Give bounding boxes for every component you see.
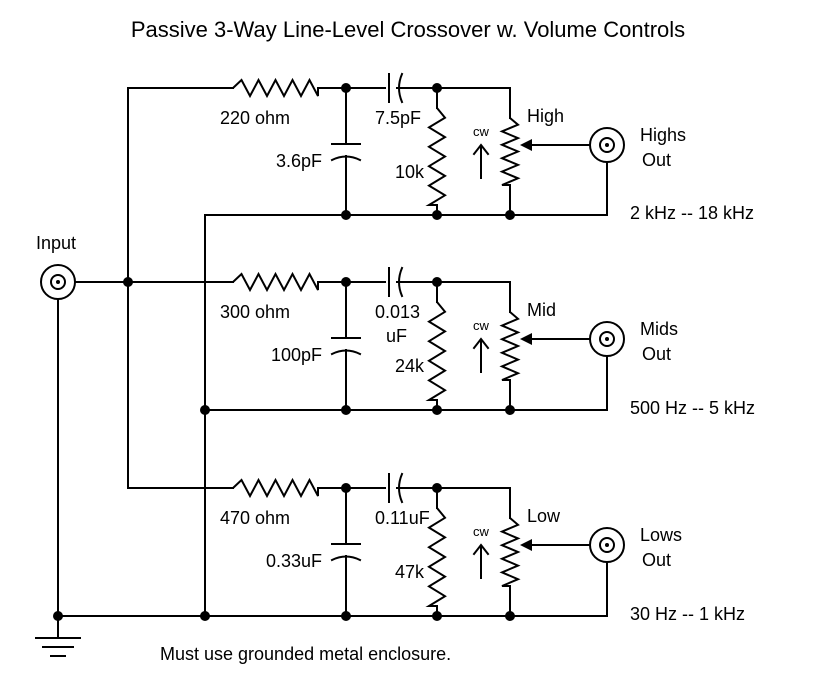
series-capacitor-label: 0.013 xyxy=(375,302,420,322)
output-jack xyxy=(589,527,625,563)
output-jack xyxy=(589,321,625,357)
cw-arrow-icon xyxy=(472,543,490,556)
series-resistor-label: 470 ohm xyxy=(220,508,290,528)
output-label: Out xyxy=(642,550,671,570)
series-resistor xyxy=(232,477,319,499)
load-resistor xyxy=(425,507,447,607)
frequency-range-label: 500 Hz -- 5 kHz xyxy=(630,398,755,418)
ground-symbol xyxy=(35,615,81,657)
load-resistor-label: 24k xyxy=(395,356,425,376)
load-resistor-label: 47k xyxy=(395,562,425,582)
output-label: Highs xyxy=(640,125,686,145)
enclosure-note: Must use grounded metal enclosure. xyxy=(160,644,451,664)
output-label: Mids xyxy=(640,319,678,339)
shunt-capacitor-label: 100pF xyxy=(271,345,322,365)
series-resistor-label: 300 ohm xyxy=(220,302,290,322)
shunt-capacitor-label: 0.33uF xyxy=(266,551,322,571)
cw-label: cw xyxy=(473,124,490,139)
series-capacitor-label: 7.5pF xyxy=(375,108,421,128)
potentiometer-label: Low xyxy=(527,506,561,526)
junction-dot xyxy=(341,611,351,621)
frequency-range-label: 30 Hz -- 1 kHz xyxy=(630,604,745,624)
junction-dot xyxy=(432,405,442,415)
output-label: Out xyxy=(642,344,671,364)
junction-dot xyxy=(432,611,442,621)
potentiometer-label: Mid xyxy=(527,300,556,320)
volume-potentiometer xyxy=(499,517,521,587)
series-resistor xyxy=(232,271,319,293)
output-label: Lows xyxy=(640,525,682,545)
series-resistor xyxy=(232,77,319,99)
junction-dot xyxy=(505,405,515,415)
series-capacitor-unit-label: uF xyxy=(386,326,407,346)
cw-arrow-icon xyxy=(472,337,490,350)
shunt-capacitor-label: 3.6pF xyxy=(276,151,322,171)
volume-potentiometer xyxy=(499,117,521,186)
junction-dot xyxy=(341,210,351,220)
series-resistor-label: 220 ohm xyxy=(220,108,290,128)
junction-dot xyxy=(505,611,515,621)
load-resistor-label: 10k xyxy=(395,162,425,182)
wiper-arrow-icon xyxy=(520,139,532,151)
volume-potentiometer xyxy=(499,311,521,381)
output-label: Out xyxy=(642,150,671,170)
junction-dot xyxy=(432,210,442,220)
cw-label: cw xyxy=(473,318,490,333)
frequency-range-label: 2 kHz -- 18 kHz xyxy=(630,203,754,223)
input-jack xyxy=(40,264,76,300)
load-resistor xyxy=(425,301,447,401)
potentiometer-label: High xyxy=(527,106,564,126)
cw-label: cw xyxy=(473,524,490,539)
load-resistor xyxy=(425,107,447,206)
wiper-arrow-icon xyxy=(520,333,532,345)
diagram-title: Passive 3-Way Line-Level Crossover w. Vo… xyxy=(131,17,685,42)
junction-dot xyxy=(341,405,351,415)
cw-arrow-icon xyxy=(472,143,490,156)
wiper-arrow-icon xyxy=(520,539,532,551)
series-capacitor-label: 0.11uF xyxy=(375,508,430,528)
junction-dot xyxy=(505,210,515,220)
input-label: Input xyxy=(36,233,76,253)
output-jack xyxy=(589,127,625,163)
